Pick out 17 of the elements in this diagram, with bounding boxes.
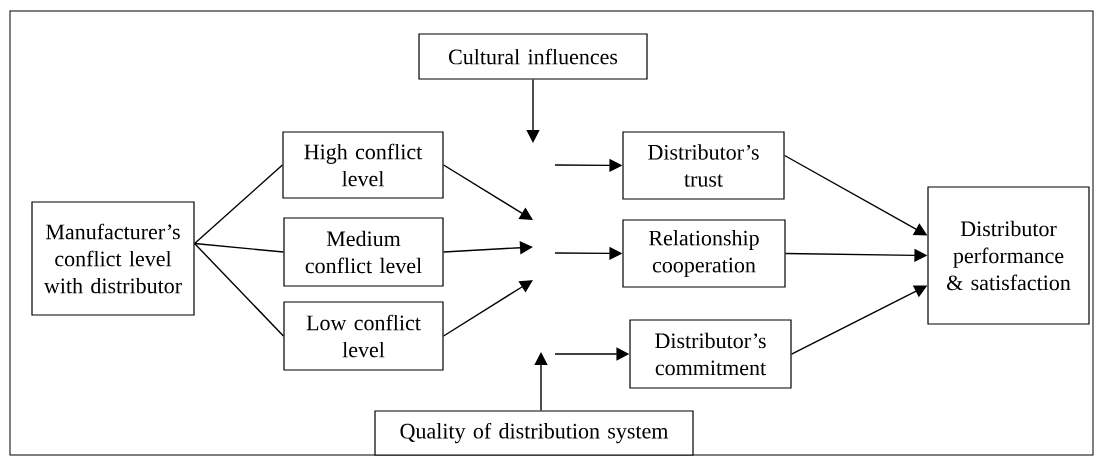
process-box: Medium conflict level [283,217,444,287]
connector-line [193,242,285,337]
process-box: Manufacturer’s conflict level with distributor [31,201,195,316]
process-box: High conflict level [282,131,444,199]
process-box: Distributor’s trust [622,131,785,200]
process-box: Distributor performance & satisfaction [927,186,1090,325]
arrow [442,280,533,337]
process-box: Distributor’s commitment [629,319,792,389]
connector-line [193,242,285,253]
connector-line [193,164,284,245]
arrow [534,352,548,412]
process-box: Cultural influences [418,33,648,80]
process-box: Relationship cooperation [622,219,786,288]
process-box: Low conflict level [283,301,444,371]
process-box: Quality of distribution system [374,410,694,456]
arrow [442,164,533,220]
arrow [526,78,540,143]
